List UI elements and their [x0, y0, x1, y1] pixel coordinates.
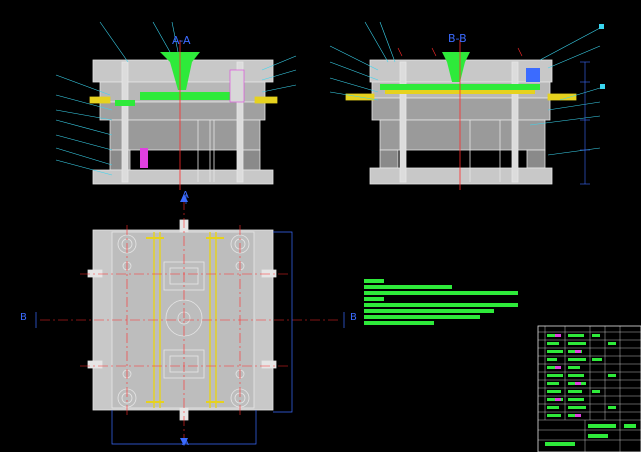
section-title-bb: B-B — [448, 32, 467, 45]
insert-part-aa — [140, 148, 148, 168]
leaders-bb — [329, 21, 601, 156]
dim-ticks-bb — [580, 61, 590, 185]
notes-block — [364, 279, 518, 325]
centerlines-plan — [40, 200, 340, 440]
section-arrows-bb — [397, 47, 523, 57]
section-bb-view — [345, 59, 577, 185]
axis-label-a-bottom: A — [182, 437, 189, 448]
leaders-aa-left — [55, 21, 297, 176]
section-arrow-icon — [180, 194, 188, 202]
axis-label-a-top: A — [182, 190, 189, 201]
section-title-aa: A-A — [172, 34, 191, 47]
title-block — [537, 325, 641, 452]
axis-label-b-left: B — [20, 312, 27, 323]
section-arrow-icon — [180, 438, 188, 446]
cyan-marker-icon — [599, 24, 604, 29]
blue-block-bb — [526, 68, 540, 82]
axis-label-b-right: B — [350, 312, 357, 323]
cyan-marker-icon — [600, 84, 605, 89]
